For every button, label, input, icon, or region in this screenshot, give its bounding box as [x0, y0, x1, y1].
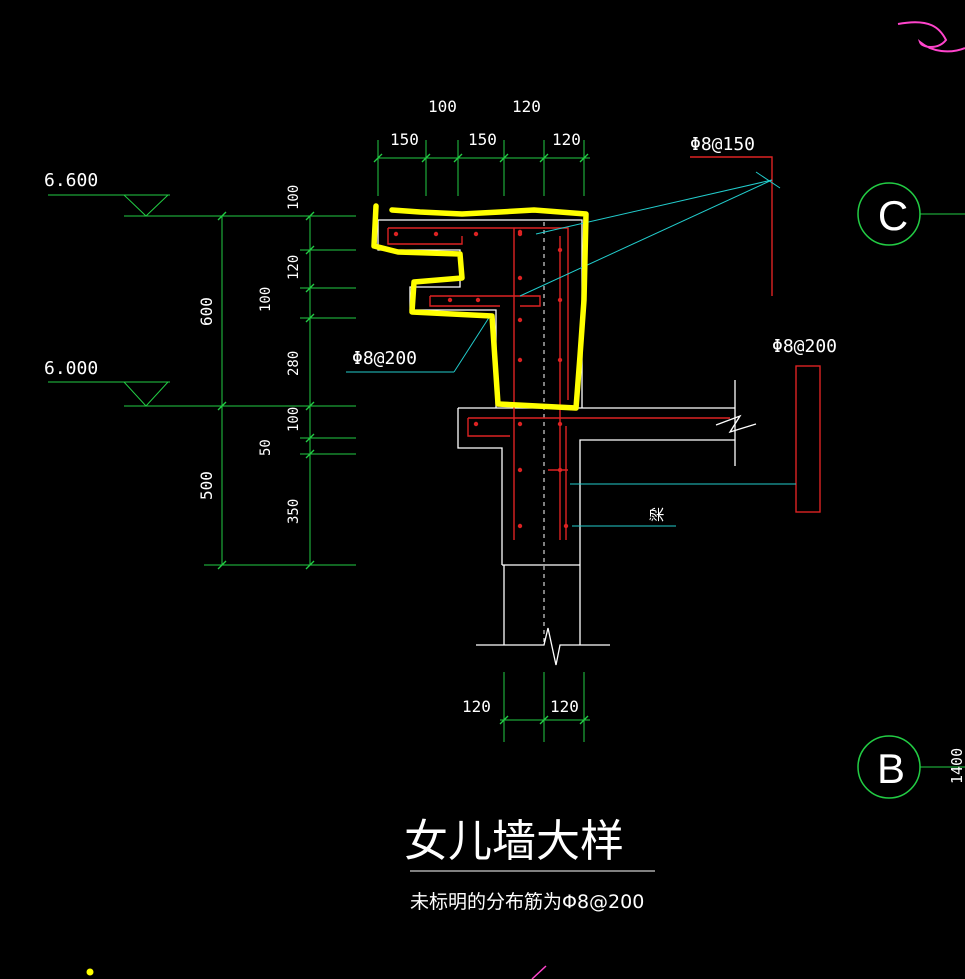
- callout-rebar-left: Φ8@200: [352, 348, 417, 369]
- parapet-section-outline: [377, 219, 757, 666]
- dim-inner-6: 50: [258, 439, 274, 456]
- dim-top-1: 150: [390, 130, 419, 149]
- dim-bottom-1: 120: [462, 697, 491, 716]
- grid-axis-b-label: B: [877, 745, 905, 792]
- callout-beam: 梁: [648, 507, 666, 522]
- callout-rebar-right: Φ8@200: [772, 336, 837, 357]
- dimension-ticks: [217, 153, 589, 725]
- corner-mark: [531, 965, 547, 979]
- dim-left-outer-2: 500: [197, 471, 216, 500]
- dim-top-upper-1: 100: [428, 97, 457, 116]
- drawing-subtitle: 未标明的分布筋为Φ8@200: [410, 891, 644, 913]
- dim-top-upper-2: 120: [512, 97, 541, 116]
- dim-top-2: 150: [468, 130, 497, 149]
- grid-axis-c-label: C: [878, 192, 908, 239]
- dimension-lines: [48, 140, 965, 872]
- dim-inner-5: 100: [286, 407, 302, 432]
- rebar-layout: [387, 156, 821, 540]
- dim-inner-4: 280: [286, 351, 302, 376]
- drawing-title: 女儿墙大样: [404, 816, 624, 867]
- elevation-6600: 6.600: [44, 170, 98, 191]
- corner-scribble: [897, 21, 965, 53]
- rebar-dots: [393, 229, 569, 529]
- dim-inner-2: 120: [286, 255, 302, 280]
- grid-axis-b: B: [857, 735, 965, 799]
- dim-right-edge: 1400: [948, 748, 965, 784]
- dim-bottom-2: 120: [550, 697, 579, 716]
- dim-inner-1: 100: [286, 185, 302, 210]
- callout-leaders: [346, 171, 796, 527]
- stray-dot: [86, 968, 94, 976]
- grid-axis-c: C: [857, 182, 921, 246]
- highlight-markup: [371, 203, 589, 411]
- dim-inner-3: 100: [258, 287, 274, 312]
- callout-rebar-top: Φ8@150: [690, 134, 755, 155]
- elevation-6000: 6.000: [44, 358, 98, 379]
- dim-inner-7: 350: [286, 499, 302, 524]
- dim-top-3: 120: [552, 130, 581, 149]
- dim-left-outer-1: 600: [197, 297, 216, 326]
